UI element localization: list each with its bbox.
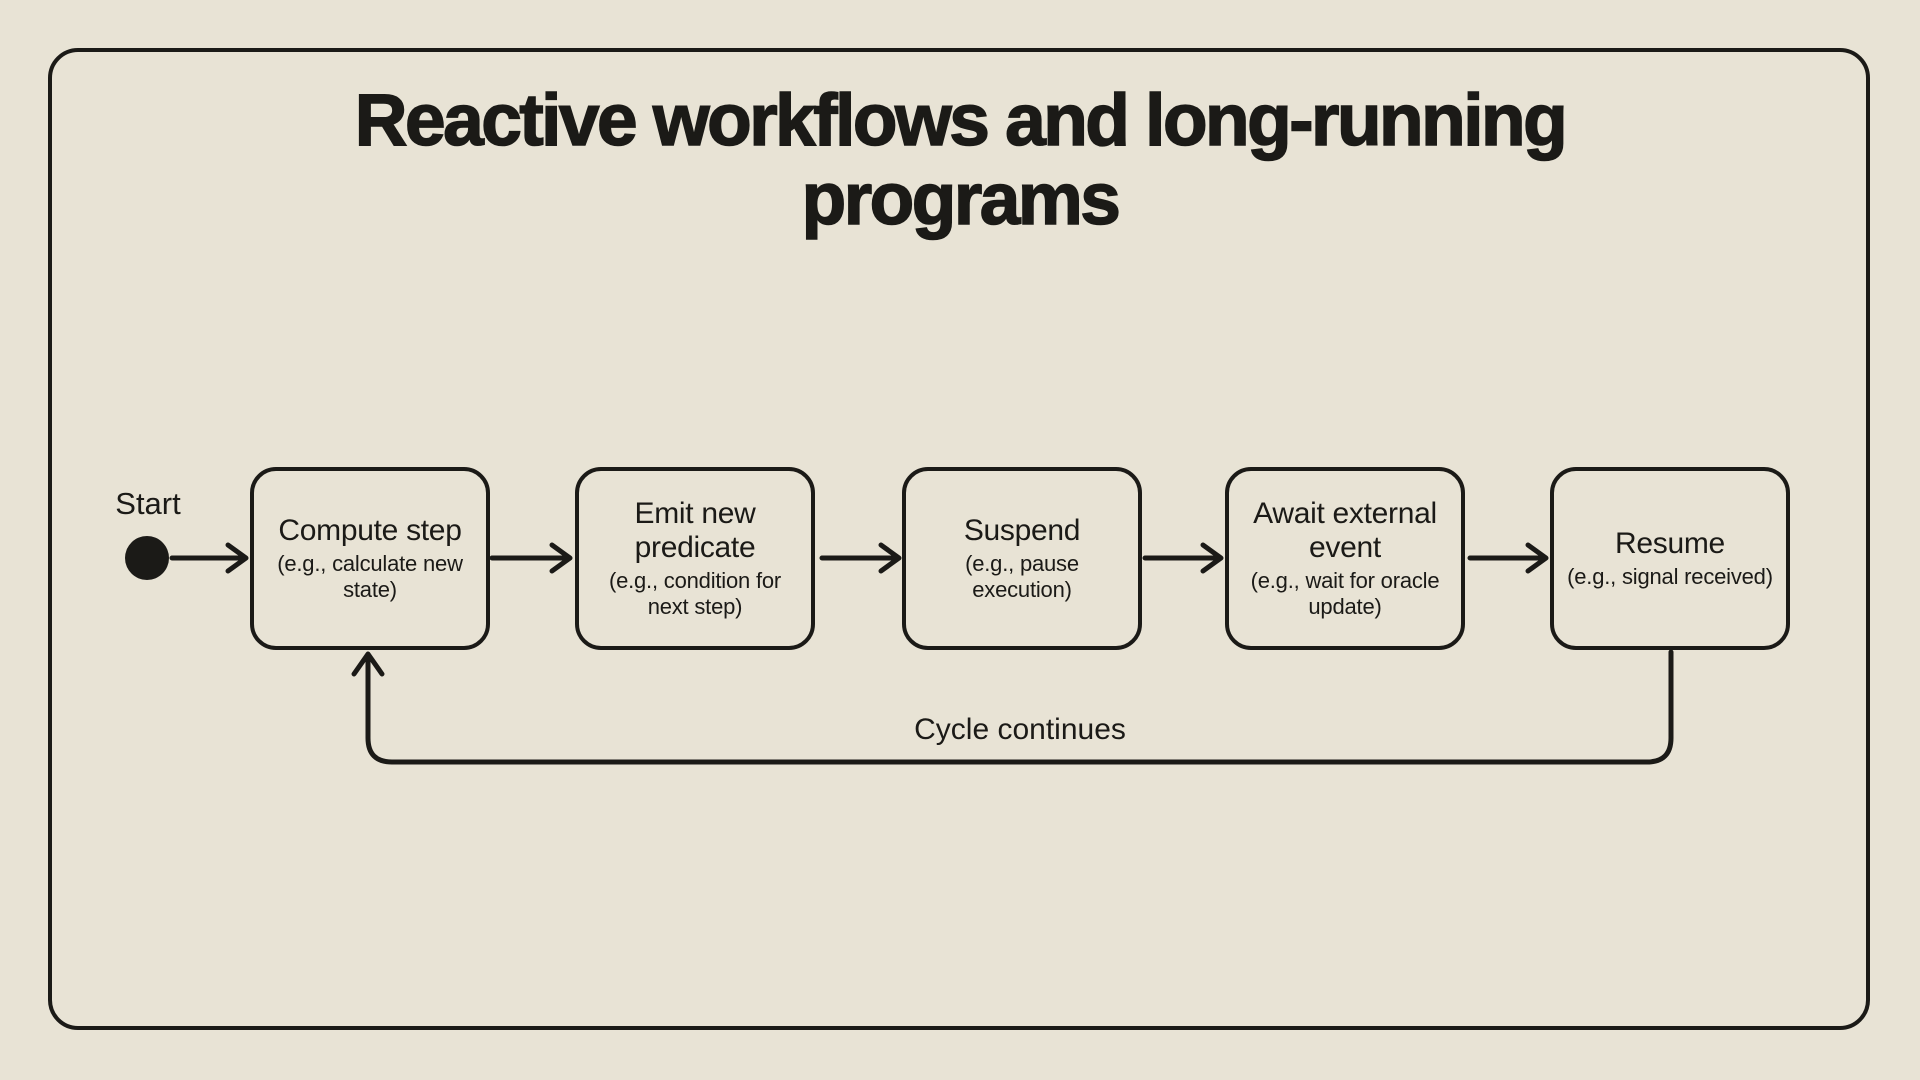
node-label: Suspend	[963, 514, 1081, 548]
outer-frame	[48, 48, 1870, 1030]
node-await-external-event: Await external event (e.g., wait for ora…	[1225, 467, 1465, 650]
node-label: Await external event	[1253, 497, 1437, 565]
node-label: Compute step	[278, 514, 462, 548]
node-compute-step: Compute step (e.g., calculate new state)	[250, 467, 490, 650]
start-label: Start	[115, 486, 181, 521]
node-suspend: Suspend (e.g., pause execution)	[902, 467, 1142, 650]
page-title-line-2: programs	[801, 158, 1122, 240]
node-label: Emit new predicate	[634, 497, 756, 565]
start-node-icon	[125, 536, 169, 580]
node-example: (e.g., pause execution)	[965, 550, 1079, 602]
node-label: Resume	[1615, 527, 1725, 561]
cycle-continues-label: Cycle continues	[914, 713, 1126, 746]
node-example: (e.g., signal received)	[1567, 563, 1773, 589]
node-resume: Resume (e.g., signal received)	[1550, 467, 1790, 650]
node-example: (e.g., calculate new state)	[277, 550, 463, 602]
page-title-line-1: Reactive workflows and long-running	[354, 80, 1568, 161]
node-example: (e.g., condition for next step)	[608, 567, 782, 619]
page-title: Reactive workflows and long-running prog…	[0, 80, 1920, 240]
node-emit-new-predicate: Emit new predicate (e.g., condition for …	[575, 467, 815, 650]
node-example: (e.g., wait for oracle update)	[1250, 567, 1440, 619]
